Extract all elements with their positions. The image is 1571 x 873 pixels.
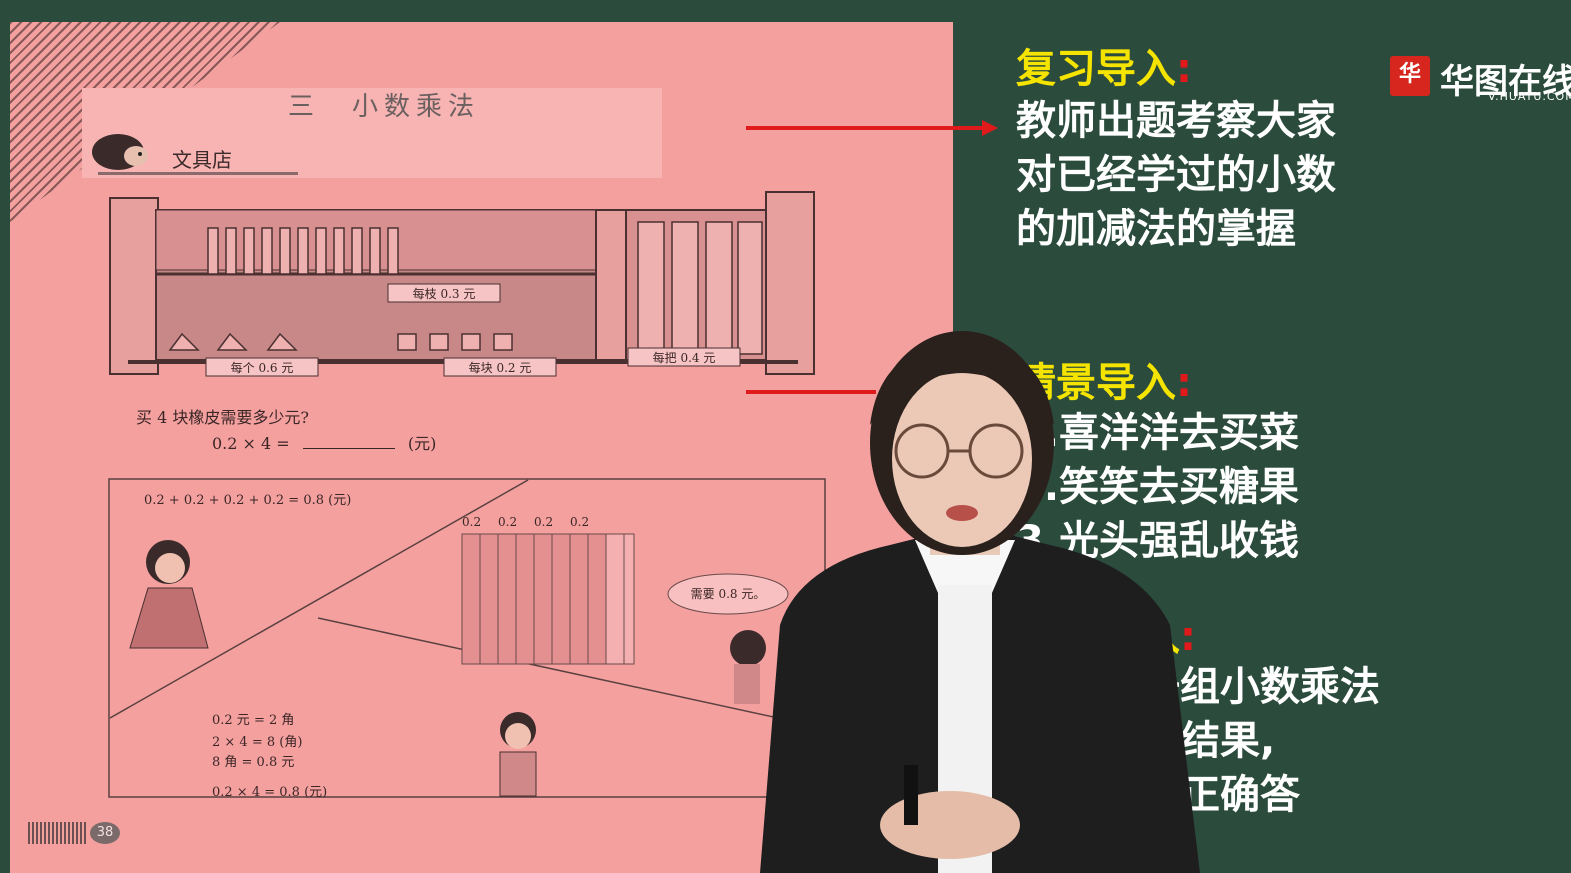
- review-heading: 复习导入:: [1016, 36, 1192, 94]
- review-line-1: 教师出题考察大家: [1016, 98, 1336, 144]
- boy-illustration-right: [730, 630, 766, 704]
- shop-shelf-illustration: 每枝 0.3 元 每个 0.6 元 每块 0.2 元 每把 0.4 元: [109, 191, 815, 377]
- review-line-3: 的加减法的掌握: [1016, 206, 1296, 252]
- price-eraser: 每块 0.2 元: [469, 360, 532, 375]
- third-heading-colon: :: [1180, 614, 1196, 660]
- scene-heading-colon: :: [1176, 360, 1192, 406]
- page-number: 38: [90, 822, 120, 844]
- equation-prefix: 0.2 × 4 =: [212, 434, 290, 453]
- bar-label-2: 0.2: [498, 515, 517, 529]
- logo-url: V.HUATU.COM: [1488, 90, 1571, 103]
- final-line: 0.2 × 4 = 0.8 (元): [212, 785, 327, 800]
- bar-label-1: 0.2: [462, 515, 481, 529]
- arrow-scene: [746, 390, 876, 394]
- hedgehog-icon: [92, 134, 148, 170]
- logo-name: 华图在线: [1440, 62, 1571, 102]
- scene-line-2: 2.笑笑去买糖果: [1016, 464, 1300, 510]
- speech-bubble: 需要 0.8 元。: [691, 587, 766, 601]
- question-equation: 0.2 × 4 = (元): [212, 430, 436, 454]
- scene-lines: 1.喜洋洋去买菜 2.笑笑去买糖果 3.光头强乱收钱: [1016, 406, 1299, 568]
- convert-line-3: 8 角 = 0.8 元: [212, 755, 294, 770]
- section-underline: [98, 172, 298, 175]
- arrow-review: [746, 120, 998, 136]
- bar-label-3: 0.2: [534, 515, 553, 529]
- textbook-page: 三 小数乘法 文具店: [10, 22, 953, 873]
- sum-line: 0.2 + 0.2 + 0.2 + 0.2 = 0.8 (元): [144, 493, 351, 508]
- answer-blank: [302, 448, 395, 449]
- review-line-2: 对已经学过的小数: [1016, 152, 1336, 198]
- equation-unit: (元): [407, 434, 437, 453]
- bar-label-4: 0.2: [570, 515, 589, 529]
- logo-mark: 华: [1390, 56, 1430, 96]
- page-number-stripe: [28, 822, 88, 844]
- boy-illustration-bottom: [499, 712, 537, 797]
- section-title: 文具店: [172, 148, 232, 172]
- girl-illustration: [129, 540, 209, 649]
- price-pencil: 每枝 0.3 元: [413, 286, 476, 301]
- page-title: 三 小数乘法: [288, 92, 481, 122]
- review-heading-colon: :: [1176, 46, 1192, 92]
- question-text: 买 4 块橡皮需要多少元?: [136, 408, 309, 427]
- solution-box: 0.2 + 0.2 + 0.2 + 0.2 = 0.8 (元) 0.2 0.2 …: [108, 478, 826, 800]
- review-heading-text: 复习导入: [1016, 46, 1176, 92]
- convert-line-2: 2 × 4 = 8 (角): [212, 735, 302, 750]
- price-sharpener: 每个 0.6 元: [231, 360, 294, 375]
- presenter-figure: [760, 331, 1200, 873]
- header-band: [82, 88, 662, 178]
- price-ruler: 每把 0.4 元: [653, 350, 716, 365]
- scene-line-1: 1.喜洋洋去买菜: [1016, 410, 1300, 456]
- convert-line-1: 0.2 元 = 2 角: [212, 713, 294, 728]
- review-lines: 教师出题考察大家 对已经学过的小数 的加减法的掌握: [1016, 94, 1336, 256]
